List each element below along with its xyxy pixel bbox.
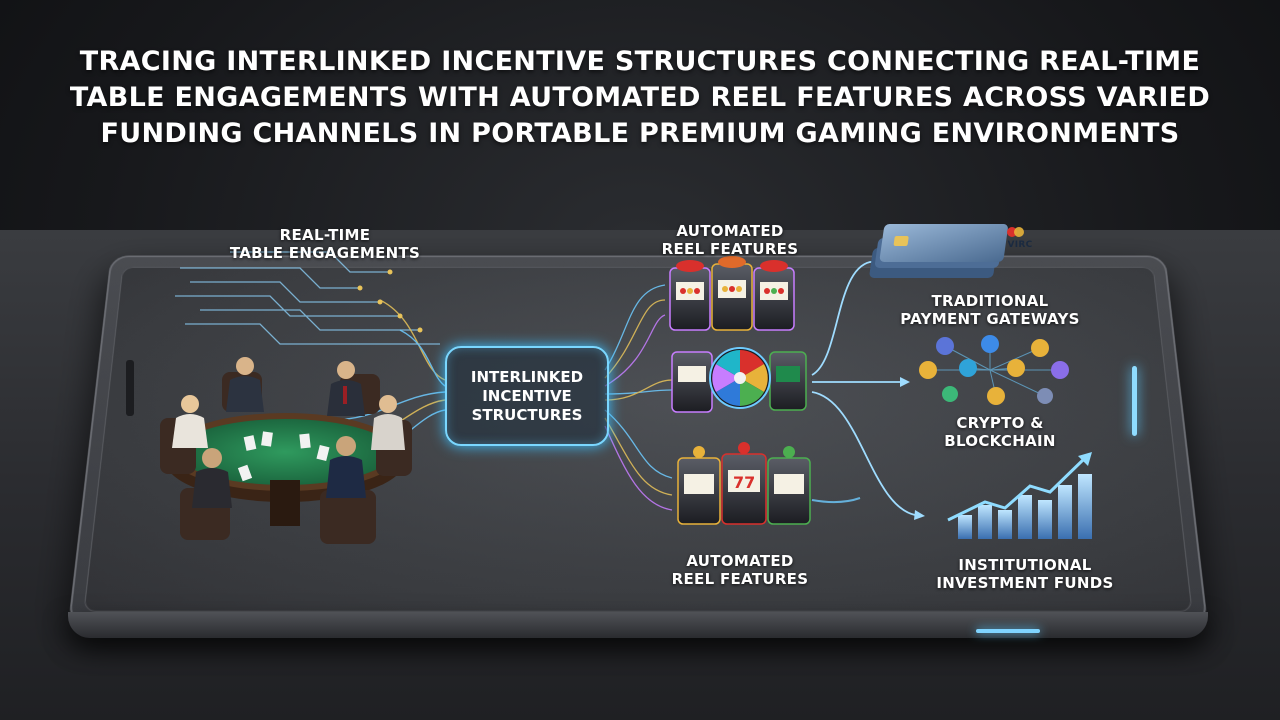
circuit-dots (358, 270, 423, 333)
payment-line-1: TRADITIONAL (890, 292, 1090, 310)
bonus-wheel (710, 348, 770, 408)
casino-table-scene (160, 357, 412, 544)
table-label-line-1: REAL-TIME (210, 226, 440, 244)
crypto-blockchain-label: CRYPTO & BLOCKCHAIN (910, 414, 1090, 450)
table-label-line-2: TABLE ENGAGEMENTS (210, 244, 440, 262)
crypto-line-1: CRYPTO & (910, 414, 1090, 432)
crypto-network-icon (919, 335, 1069, 405)
growth-chart-icon (948, 452, 1092, 539)
card-brand-text: VIRC (1000, 240, 1040, 250)
funds-line-2: INVESTMENT FUNDS (920, 574, 1130, 592)
slot-machines-bottom: 77 (678, 442, 860, 524)
reels-bottom-line-2: REEL FEATURES (650, 570, 830, 588)
reels-top-line-2: REEL FEATURES (640, 240, 820, 258)
slot-machines-middle (672, 348, 806, 412)
investment-funds-label: INSTITUTIONAL INVESTMENT FUNDS (920, 556, 1130, 592)
svg-text:77: 77 (733, 473, 755, 492)
credit-cards-icon (869, 224, 1024, 278)
payment-gateways-label: TRADITIONAL PAYMENT GATEWAYS (890, 292, 1090, 328)
table-engagements-label: REAL-TIME TABLE ENGAGEMENTS (210, 226, 440, 262)
slot-machines-top (670, 256, 794, 330)
reels-top-line-1: AUTOMATED (640, 222, 820, 240)
crypto-line-2: BLOCKCHAIN (910, 432, 1090, 450)
payment-line-2: PAYMENT GATEWAYS (890, 310, 1090, 328)
funds-line-1: INSTITUTIONAL (920, 556, 1130, 574)
flow-lines-to-reels (605, 285, 672, 510)
reel-features-bottom-label: AUTOMATED REEL FEATURES (650, 552, 830, 588)
reels-bottom-line-1: AUTOMATED (650, 552, 830, 570)
incentive-hub-node: INTERLINKED INCENTIVE STRUCTURES (445, 346, 609, 446)
hub-line-3: STRUCTURES (471, 406, 583, 425)
hub-line-2: INCENTIVE (471, 387, 583, 406)
reel-features-top-label: AUTOMATED REEL FEATURES (640, 222, 820, 258)
hub-line-1: INTERLINKED (471, 368, 583, 387)
